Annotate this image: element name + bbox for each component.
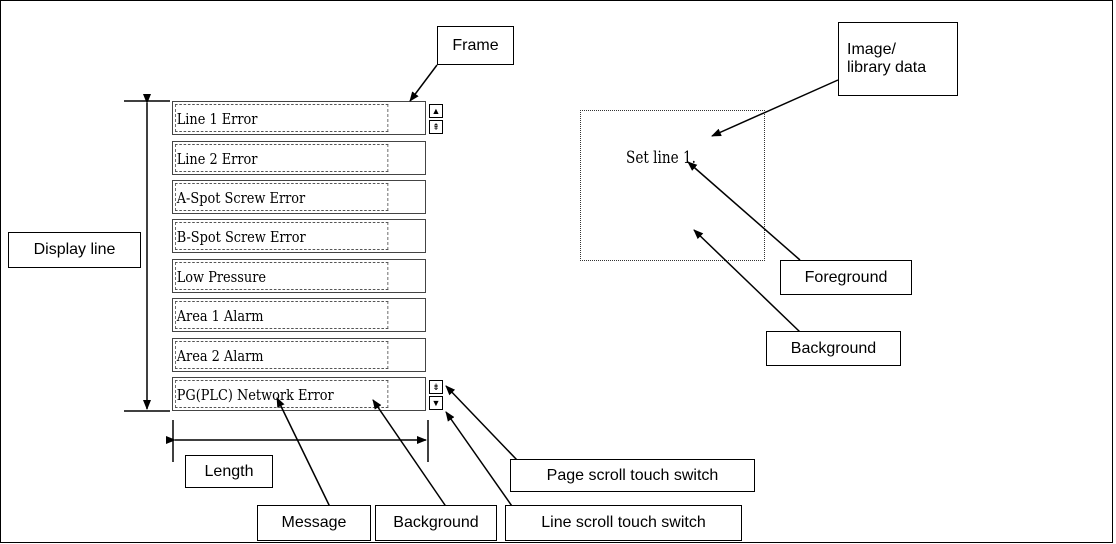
image-library-preview <box>580 110 765 261</box>
message-text: A-Spot Screw Error <box>175 183 389 211</box>
display-line-callout: Display line <box>8 232 141 268</box>
line-scroll-up-button[interactable]: ▲ <box>429 104 443 118</box>
message-callout: Message <box>257 505 371 541</box>
message-text: B-Spot Screw Error <box>175 222 389 250</box>
message-text: Low Pressure <box>175 262 389 290</box>
message-row: A-Spot Screw Error <box>172 180 426 214</box>
image-library-callout-line2: library data <box>847 59 927 76</box>
foreground-callout: Foreground <box>780 260 912 295</box>
message-text: Line 2 Error <box>175 144 389 172</box>
message-row: Area 2 Alarm <box>172 338 426 372</box>
message-row: PG(PLC) Network Error <box>172 377 426 411</box>
message-text: Area 2 Alarm <box>175 341 389 369</box>
line-scroll-callout: Line scroll touch switch <box>505 505 742 541</box>
frame-callout: Frame <box>437 26 514 65</box>
length-callout: Length <box>185 455 273 488</box>
message-row: Line 1 Error <box>172 101 426 135</box>
page-scroll-up-button[interactable]: ⇞ <box>429 120 443 134</box>
image-library-callout: Image/ library data <box>838 22 958 96</box>
page-scroll-down-button[interactable]: ⇟ <box>429 380 443 394</box>
background-callout: Background <box>766 331 901 366</box>
message-row: B-Spot Screw Error <box>172 219 426 253</box>
preview-text: Set line 1. <box>626 148 696 168</box>
message-text: Area 1 Alarm <box>175 301 389 329</box>
message-row: Line 2 Error <box>172 141 426 175</box>
message-text: Line 1 Error <box>175 104 389 132</box>
message-row: Low Pressure <box>172 259 426 293</box>
image-library-callout-line1: Image/ <box>847 41 896 58</box>
message-row: Area 1 Alarm <box>172 298 426 332</box>
page-scroll-callout: Page scroll touch switch <box>510 459 755 492</box>
background-bottom-callout: Background <box>375 505 497 541</box>
line-scroll-down-button[interactable]: ▼ <box>429 396 443 410</box>
